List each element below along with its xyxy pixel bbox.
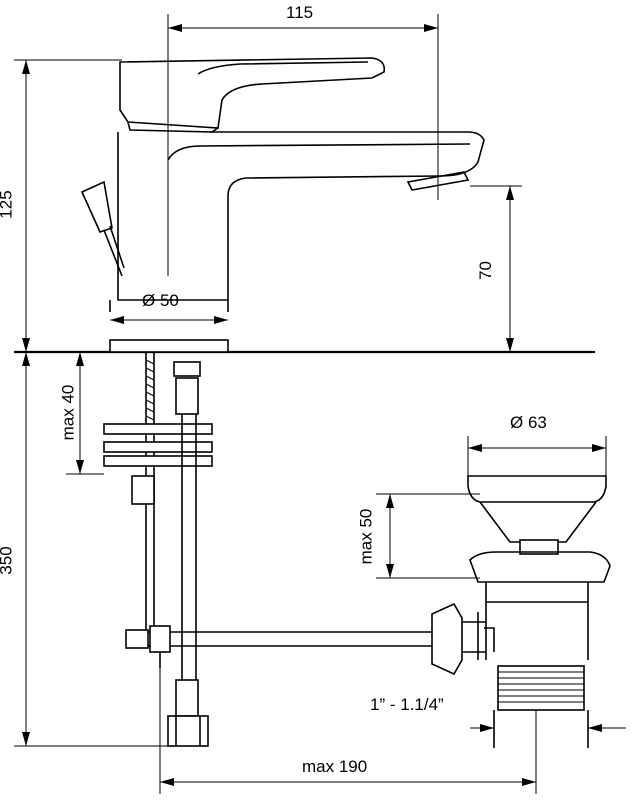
drain-assembly — [431, 475, 611, 748]
dim-spout-height: 70 — [475, 261, 495, 280]
dim-drain-diameter: Ø 63 — [510, 413, 547, 432]
dim-counter-thickness: max 40 — [58, 384, 78, 441]
under-counter-assembly — [103, 352, 432, 747]
dim-hose-length: 350 — [0, 546, 16, 575]
dim-base-diameter: Ø 50 — [142, 291, 179, 310]
faucet-body — [80, 57, 485, 353]
dim-max-distance: max 190 — [302, 757, 368, 776]
dim-total-height: 125 — [0, 190, 16, 219]
dim-drain-height: max 50 — [356, 508, 376, 565]
dimension-lines — [14, 14, 626, 794]
dim-spout-reach: 115 — [286, 3, 314, 22]
dim-thread-size: 1” - 1.1/4” — [370, 695, 444, 714]
